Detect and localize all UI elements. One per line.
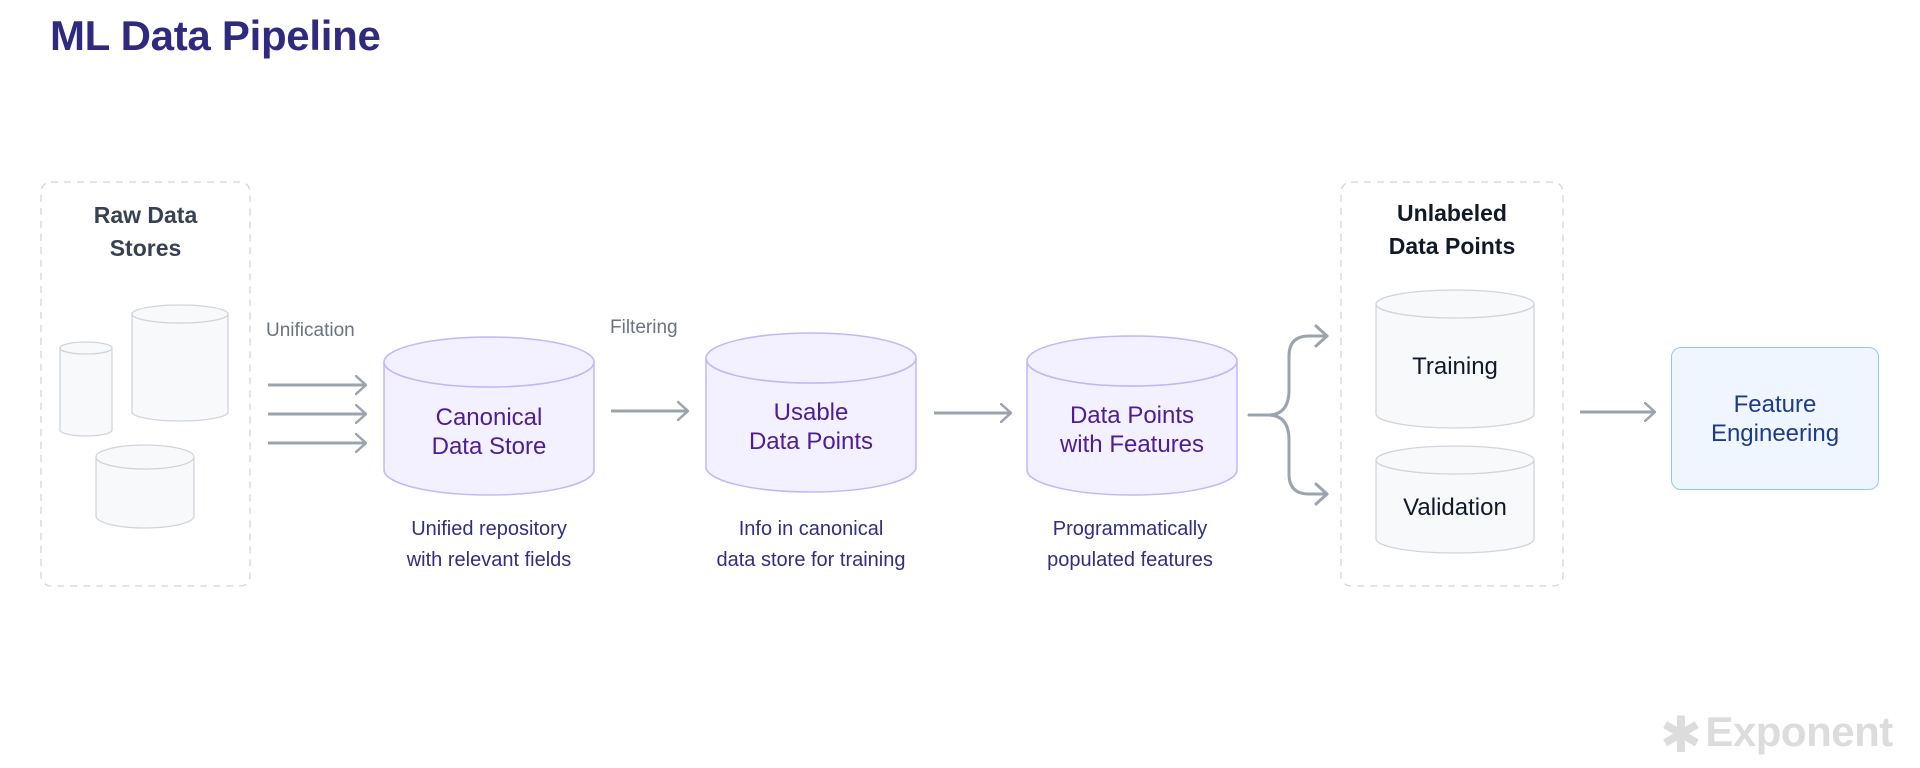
split-arrowhead-bottom (1314, 482, 1329, 506)
unlabeled-data-points-title: Unlabeled Data Points (1341, 197, 1563, 263)
caption-line-1: Programmatically (1052, 518, 1208, 540)
data-points-with-features-cylinder[interactable] (1026, 335, 1238, 496)
caption-line-1: Unified repository (411, 518, 567, 540)
cylinder-top (1375, 289, 1535, 319)
raw-store-small-cylinder (59, 341, 113, 437)
split-brace-connector (1247, 334, 1329, 496)
cylinder-top (1026, 335, 1238, 387)
usable-data-points-cylinder[interactable] (705, 332, 917, 493)
page-title: ML Data Pipeline (50, 12, 381, 59)
caption-line-1: Info in canonical (738, 518, 884, 540)
data-points-with-features-caption: Programmatically populated features (1000, 514, 1260, 576)
stage-label-line-2: Data Points (748, 428, 874, 455)
feature-engineering-line-1: Feature (1733, 390, 1817, 418)
stage-label-line-1: Canonical (435, 404, 543, 431)
asterisk-icon: ✱ (1660, 707, 1702, 763)
training-cylinder[interactable] (1375, 289, 1535, 429)
stage-label-line-1: Data Points (1069, 402, 1195, 429)
validation-cylinder[interactable] (1375, 445, 1535, 554)
unlabeled-title-line-2: Data Points (1388, 233, 1516, 259)
validation-label: Validation (1403, 494, 1507, 521)
cylinder-body (59, 347, 113, 437)
cylinder-top (1375, 445, 1535, 475)
feature-engineering-box[interactable]: Feature Engineering (1671, 347, 1879, 490)
raw-store-wide-cylinder (95, 444, 195, 529)
caption-line-2: with relevant fields (406, 549, 572, 571)
canonical-data-store-label: Canonical Data Store (384, 403, 594, 461)
caption-line-2: data store for training (716, 549, 906, 571)
raw-data-stores-title: Raw Data Stores (41, 199, 250, 265)
raw-data-stores-group (40, 181, 251, 587)
cylinder-top (59, 341, 113, 355)
usable-data-points-label: Usable Data Points (706, 398, 916, 456)
training-label: Training (1412, 353, 1498, 380)
filtering-label: Filtering (610, 317, 678, 338)
raw-title-line-1: Raw Data (93, 202, 198, 228)
cylinder-body (131, 313, 229, 422)
feature-engineering-line-2: Engineering (1710, 419, 1840, 447)
cylinder-top (131, 304, 229, 324)
cylinder-top (383, 336, 595, 388)
cylinder-top (705, 332, 917, 384)
logo-text: Exponent (1705, 708, 1893, 755)
canonical-data-store-cylinder[interactable] (383, 336, 595, 496)
stage-label-line-2: with Features (1059, 431, 1205, 458)
stage-label-line-1: Usable (773, 399, 849, 426)
data-points-with-features-label: Data Points with Features (1027, 401, 1237, 459)
raw-title-line-2: Stores (109, 235, 182, 261)
split-arrowhead-top (1314, 324, 1329, 348)
unification-label: Unification (266, 320, 355, 341)
raw-store-large-cylinder (131, 304, 229, 422)
unlabeled-data-points-group (1340, 181, 1564, 587)
usable-data-points-caption: Info in canonical data store for trainin… (681, 514, 941, 576)
exponent-logo: ✱Exponent (1660, 700, 1893, 763)
stage-label-line-2: Data Store (431, 433, 547, 460)
unlabeled-title-line-1: Unlabeled (1397, 200, 1507, 226)
caption-line-2: populated features (1047, 549, 1213, 571)
canonical-data-store-caption: Unified repository with relevant fields (359, 514, 619, 576)
cylinder-top (95, 444, 195, 470)
